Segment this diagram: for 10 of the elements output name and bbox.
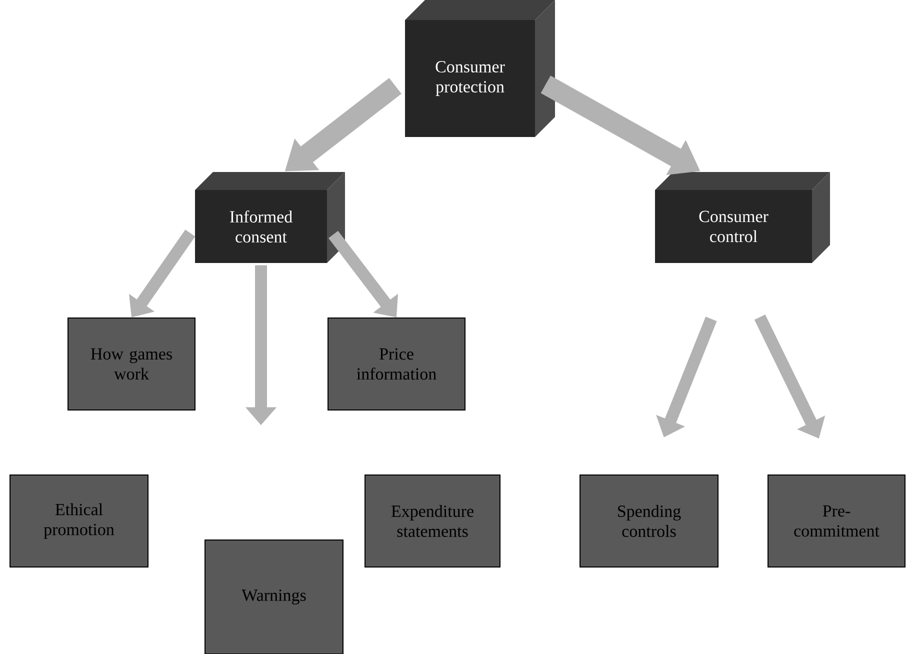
3d-box: Consumer control [655,172,830,263]
box: Warnings [204,540,344,654]
box: Price information [328,318,466,410]
3d-box: Consumer protection [405,0,555,137]
box: Expenditure statements [364,474,500,568]
box: How games work [68,318,196,410]
3d-box: Informed consent [195,172,345,263]
box: Pre-commitment [768,474,906,568]
box: Ethical promotion [10,474,148,568]
box: Spending controls [580,474,718,568]
